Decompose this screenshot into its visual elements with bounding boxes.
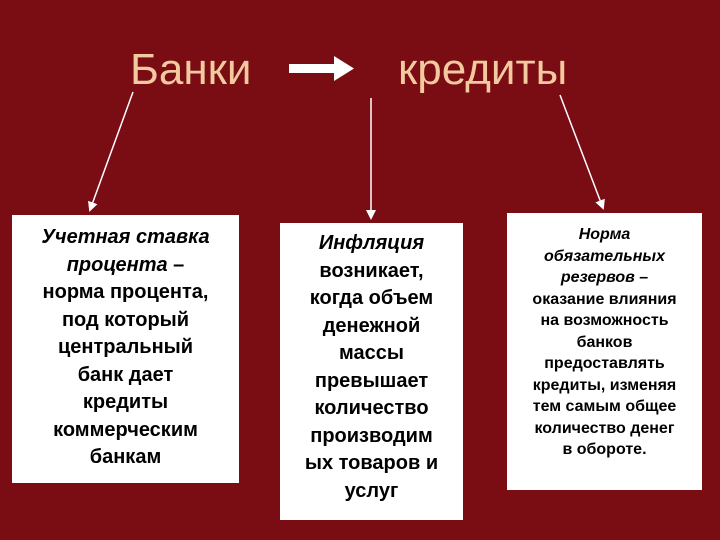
box-3-term: Норма [578, 226, 631, 243]
box-discount-rate: Учетная ставка процента – норма процента… [12, 215, 239, 483]
title-credits: кредиты [398, 45, 568, 94]
box-reserve-requirement: Норма обязательных резервов – оказание в… [507, 213, 702, 490]
title-banks: Банки [130, 45, 252, 94]
box-inflation: Инфляция возникает, когда объем денежной… [280, 223, 463, 520]
box-1-term: Учетная ставка [41, 226, 210, 248]
arrow-to-box-3 [559, 94, 605, 210]
box-2-term: Инфляция [318, 232, 425, 254]
banks-to-credits-arrow [289, 56, 354, 81]
arrow-to-box-1 [88, 91, 134, 212]
